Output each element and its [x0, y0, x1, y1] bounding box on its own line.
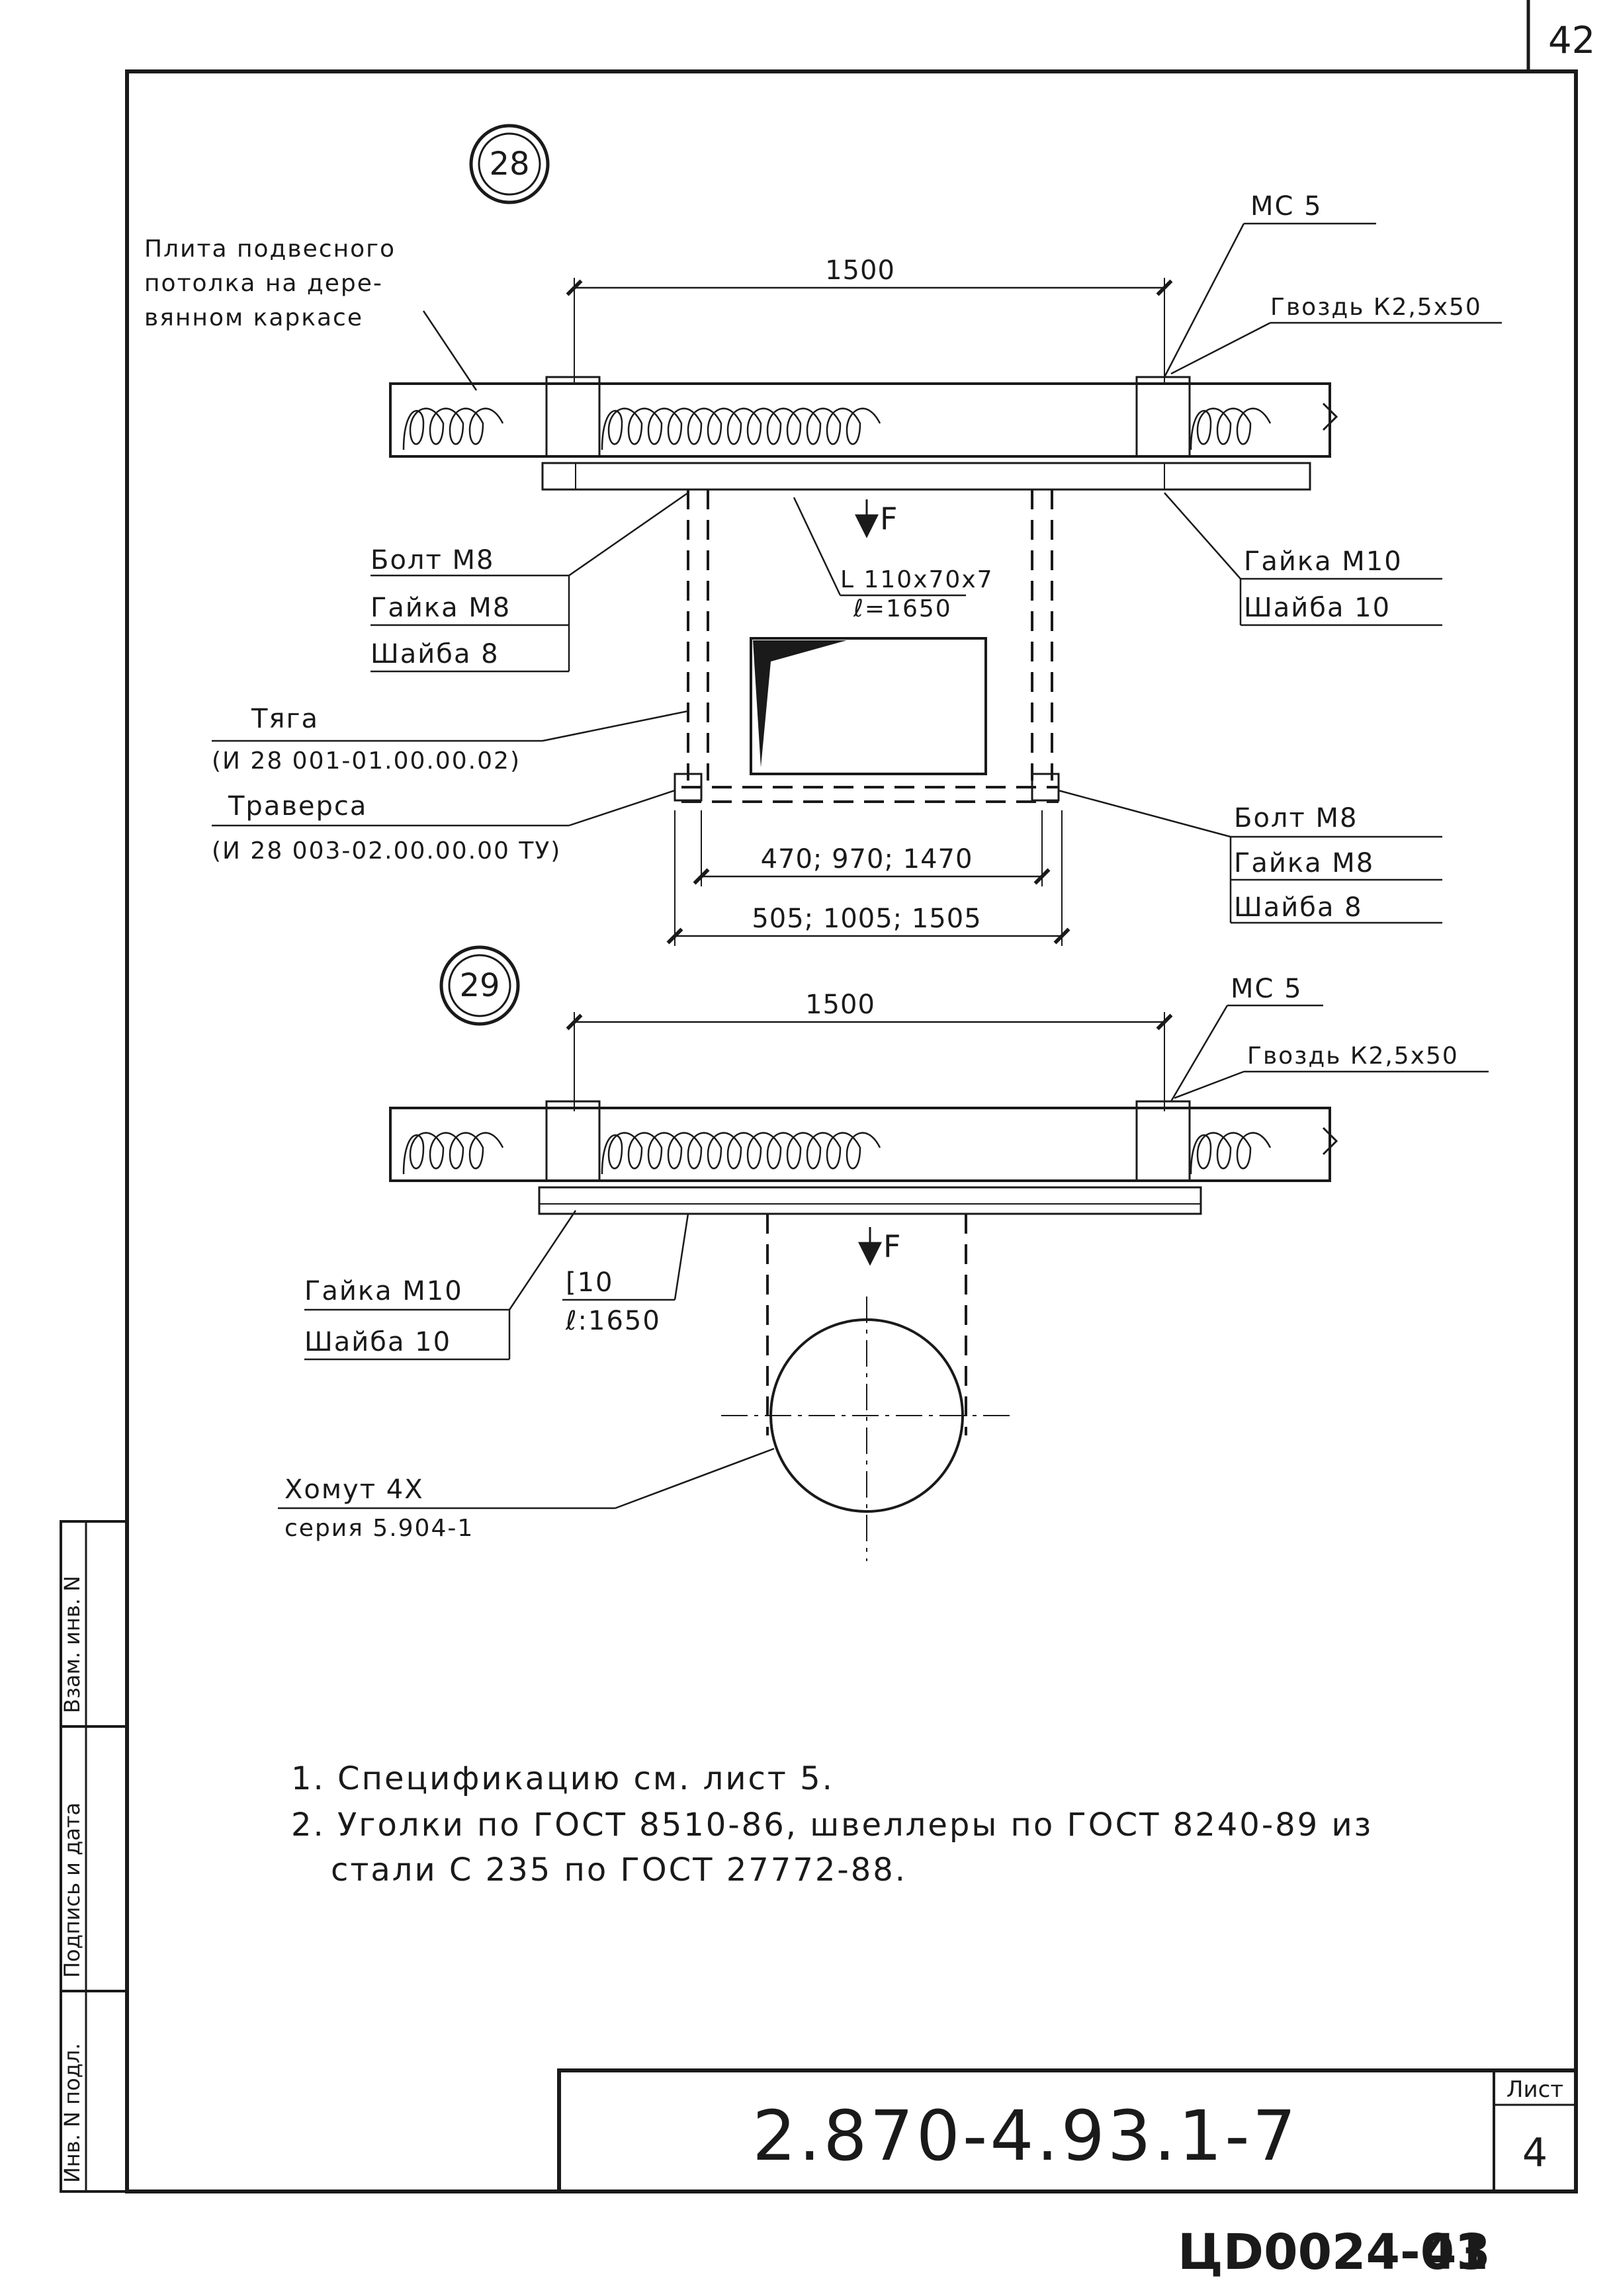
n28-bottom-bolt: Болт М8	[1234, 803, 1358, 833]
angle-beam	[541, 462, 1311, 491]
n28-bottom-washer: Шайба 8	[1234, 892, 1363, 923]
stamp-signature-date: Подпись и дата	[60, 1803, 85, 1978]
node-29-load-label: F	[883, 1228, 900, 1264]
clamp-series: серия 5.904-1	[284, 1515, 474, 1542]
node-29: 29 1500 МС 5 Гвоздь К2,5х50 F	[278, 945, 1489, 1561]
node-29-number: 29	[459, 967, 500, 1004]
sheet-label: Лист	[1506, 2076, 1563, 2103]
note-2-cont: стали С 235 по ГОСТ 27772-88.	[331, 1851, 907, 1889]
title-block: 2.870-4.93.1-7 Лист 4	[557, 2068, 1578, 2193]
node-28-load-label: F	[880, 501, 897, 536]
n28-bottom-nut: Гайка М8	[1234, 848, 1374, 878]
node-28-number: 28	[489, 146, 529, 183]
node-28-marker	[469, 124, 550, 204]
node-28-nail-label: Гвоздь К2,5х50	[1270, 294, 1482, 321]
sheet-number: 4	[1522, 2130, 1548, 2176]
n29-left-washer: Шайба 10	[304, 1327, 451, 1357]
n29-left-nut: Гайка М10	[304, 1276, 463, 1306]
node-28-dim-span: 1500	[825, 255, 895, 286]
ceiling-label-line-1: Плита подвесного	[144, 235, 396, 263]
rod-code: (И 28 001-01.00.00.02)	[212, 747, 521, 775]
side-stamp: Инв. N подл. Подпись и дата Взам. инв. N	[60, 1520, 128, 2193]
ceiling-label-line-3: вянном каркасе	[144, 304, 363, 331]
n28-left-washer: Шайба 8	[371, 639, 500, 669]
traverse-code: (И 28 003-02.00.00.00 ТУ)	[212, 837, 561, 865]
stamp-replaced-inv: Взам. инв. N	[60, 1576, 85, 1713]
channel-length-label: ℓ:1650	[565, 1306, 661, 1336]
clamp-name: Хомут 4Х	[284, 1474, 424, 1505]
dim-outer: 505; 1005; 1505	[752, 904, 981, 934]
node-28: 28 Плита подвесного потолка на дере- вян…	[144, 124, 1502, 946]
page-number: 42	[1548, 19, 1595, 62]
ceiling-label-line-2: потолка на дере-	[144, 270, 383, 297]
n28-left-nut: Гайка М8	[371, 593, 511, 623]
traverse-name: Траверса	[228, 791, 367, 822]
duct-section	[750, 637, 987, 775]
dim-inner: 470; 970; 1470	[761, 844, 973, 874]
channel-beam	[538, 1186, 1202, 1215]
clamp-hanger	[766, 1214, 967, 1435]
angle-profile-label: L 110х70х7	[840, 566, 994, 593]
general-notes: 1. Спецификацию см. лист 5. 2. Уголки по…	[291, 1760, 1373, 1889]
ceiling-slab-29	[389, 1107, 1331, 1182]
node-29-marker	[439, 945, 520, 1026]
node-29-dim-span: 1500	[805, 990, 875, 1020]
n28-right-nut: Гайка М10	[1244, 546, 1403, 577]
note-2: 2. Уголки по ГОСТ 8510-86, швеллеры по Г…	[291, 1807, 1373, 1844]
node-29-mc5-label: МС 5	[1231, 974, 1303, 1004]
node-29-nail-label: Гвоздь К2,5х50	[1247, 1042, 1459, 1070]
n28-right-washer: Шайба 10	[1244, 593, 1391, 623]
channel-profile-label: [10	[566, 1267, 614, 1298]
archive-code: ЦD0024-01	[1178, 2224, 1489, 2281]
ceiling-slab-28	[389, 382, 1331, 458]
archive-page: 43	[1422, 2224, 1491, 2281]
document-code: 2.870-4.93.1-7	[752, 2096, 1299, 2176]
angle-length-label: ℓ=1650	[853, 595, 952, 622]
stamp-inv-orig: Инв. N подл.	[60, 2043, 85, 2183]
hanger-rods	[681, 489, 1059, 803]
rod-name: Тяга	[251, 704, 319, 734]
n28-left-bolt: Болт М8	[371, 545, 494, 575]
node-28-mc5-label: МС 5	[1250, 191, 1323, 222]
note-1: 1. Спецификацию см. лист 5.	[291, 1760, 834, 1797]
